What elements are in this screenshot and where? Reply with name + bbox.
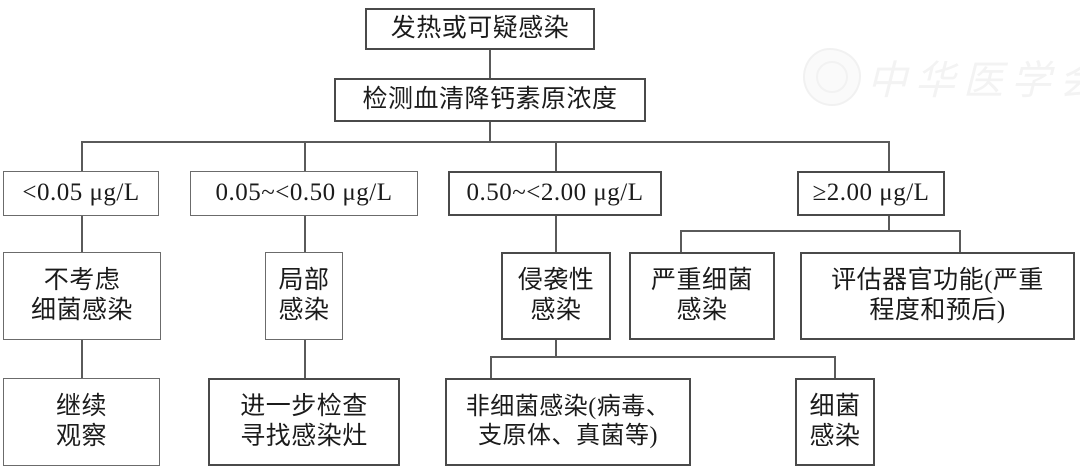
node-interpretation-4-label: 严重细菌 感染 xyxy=(650,266,753,325)
connector-interp1-to-action1 xyxy=(81,340,83,378)
node-action-1[interactable]: 继续 观察 xyxy=(3,378,160,466)
node-threshold-4[interactable]: ≥2.00 μg/L xyxy=(797,171,945,216)
watermark-seal-icon xyxy=(803,48,861,106)
connector-t4-drop-right xyxy=(959,230,961,252)
connector-interp3-drop-right xyxy=(834,356,836,378)
node-interpretation-3[interactable]: 侵袭性 感染 xyxy=(501,252,611,340)
watermark-text: 中华医学会 xyxy=(867,58,1080,104)
connector-drop-threshold-4 xyxy=(888,141,890,171)
connector-root-to-test xyxy=(489,50,491,78)
node-threshold-2-label: 0.05~<0.50 μg/L xyxy=(215,179,393,207)
connector-drop-threshold-2 xyxy=(304,141,306,171)
node-interpretation-5-label: 评估器官功能(严重 程度和预后) xyxy=(831,266,1044,325)
node-action-1-label: 继续 观察 xyxy=(55,392,107,451)
node-interpretation-2[interactable]: 局部 感染 xyxy=(265,252,343,340)
node-interpretation-2-label: 局部 感染 xyxy=(278,266,330,325)
connector-t4-stem xyxy=(888,216,890,231)
node-action-3[interactable]: 非细菌感染(病毒、 支原体、真菌等) xyxy=(445,378,691,466)
connector-interp3-branch-bar xyxy=(490,356,835,358)
node-action-2-label: 进一步检查 寻找感染灶 xyxy=(240,392,368,451)
node-root[interactable]: 发热或可疑感染 xyxy=(365,8,595,50)
node-interpretation-3-label: 侵袭性 感染 xyxy=(517,266,595,325)
connector-t4-branch-bar xyxy=(680,230,960,232)
node-threshold-3[interactable]: 0.50~<2.00 μg/L xyxy=(448,171,662,216)
connector-interp3-drop-left xyxy=(490,356,492,378)
watermark: 中华医学会 xyxy=(795,42,1080,108)
node-test[interactable]: 检测血清降钙素原浓度 xyxy=(334,78,646,122)
node-action-3-label: 非细菌感染(病毒、 支原体、真菌等) xyxy=(465,393,671,449)
connector-test-stem xyxy=(489,122,491,142)
node-interpretation-1-label: 不考虑 细菌感染 xyxy=(30,266,133,325)
node-threshold-2[interactable]: 0.05~<0.50 μg/L xyxy=(190,171,418,216)
node-interpretation-4[interactable]: 严重细菌 感染 xyxy=(629,252,775,340)
node-threshold-4-label: ≥2.00 μg/L xyxy=(812,179,930,207)
connector-t1-to-interp1 xyxy=(81,216,83,252)
node-interpretation-5[interactable]: 评估器官功能(严重 程度和预后) xyxy=(800,252,1075,340)
connector-threshold-bar xyxy=(81,141,889,143)
connector-t3-to-interp3 xyxy=(555,216,557,252)
node-root-label: 发热或可疑感染 xyxy=(390,14,570,42)
node-action-2[interactable]: 进一步检查 寻找感染灶 xyxy=(208,378,400,466)
node-interpretation-1[interactable]: 不考虑 细菌感染 xyxy=(3,252,161,340)
connector-interp2-to-action2 xyxy=(304,340,306,378)
node-action-4[interactable]: 细菌 感染 xyxy=(795,378,875,466)
connector-t2-to-interp2 xyxy=(304,216,306,252)
node-threshold-3-label: 0.50~<2.00 μg/L xyxy=(466,179,644,207)
node-threshold-1[interactable]: <0.05 μg/L xyxy=(3,171,159,216)
connector-drop-threshold-1 xyxy=(81,141,83,171)
node-threshold-1-label: <0.05 μg/L xyxy=(22,179,140,207)
connector-interp3-stem xyxy=(555,340,557,357)
node-test-label: 检测血清降钙素原浓度 xyxy=(362,85,618,113)
connector-t4-drop-left xyxy=(680,230,682,252)
node-action-4-label: 细菌 感染 xyxy=(809,392,861,451)
connector-drop-threshold-3 xyxy=(555,141,557,171)
